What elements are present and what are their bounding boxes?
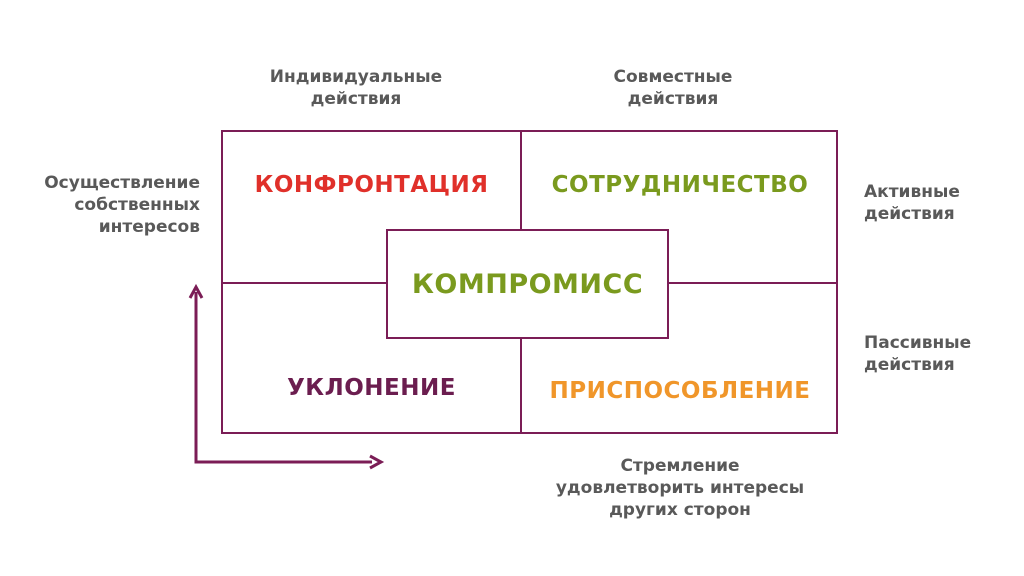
axis-line [194,292,372,464]
side-label-own-interests: Осуществление собственных интересов [44,173,200,237]
arrow-up-icon [188,283,204,299]
top-label-individual: Индивидуальные действия [269,67,443,109]
bottom-label-others-interests: Стремление удовлетворить интересы других… [555,456,805,520]
quadrant-avoidance: УКЛОНЕНИЕ [287,375,456,401]
compromise-label: КОМПРОМИСС [411,268,644,300]
side-label-passive: Пассивные действия [864,333,972,375]
compromise-box: КОМПРОМИСС [386,229,669,339]
quadrant-cooperation: СОТРУДНИЧЕСТВО [551,172,809,198]
quadrant-confrontation: КОНФРОНТАЦИЯ [254,172,489,198]
top-label-joint: Совместные действия [613,67,733,109]
quadrant-accommodation: ПРИСПОСОБЛЕНИЕ [549,378,811,404]
side-label-active: Активные действия [864,182,960,224]
arrow-right-icon [369,454,385,470]
